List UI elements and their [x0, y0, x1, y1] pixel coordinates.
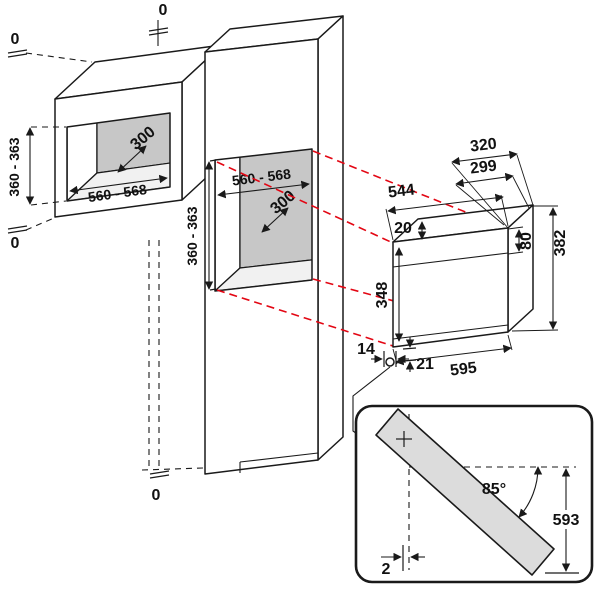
- dimension-line-wall-depth: [117, 145, 147, 173]
- appliance-total-height-label: 382: [552, 230, 569, 257]
- appliance-front-face: [392, 227, 509, 348]
- extension-line: [25, 217, 55, 231]
- wall-niche-opening-outline: [66, 112, 171, 202]
- zero-tick: [7, 225, 28, 230]
- reference-dashed-line: [141, 467, 204, 471]
- wall-top-clearance-label: 0: [11, 31, 20, 48]
- projection-line-bottom-right: [312, 278, 509, 333]
- appliance-depth-door-label: 320: [469, 135, 498, 155]
- zero-tick: [148, 27, 169, 32]
- projection-line-top-left: [216, 161, 394, 244]
- appliance: [385, 204, 534, 367]
- zero-tick: [7, 229, 28, 234]
- appliance-foot-point: [385, 357, 395, 367]
- extension-tick: [209, 159, 217, 162]
- dimension-line-total-width: [395, 344, 512, 366]
- column-niche-height-label: 360 - 363: [184, 206, 200, 265]
- door-bottom-line: [392, 324, 509, 340]
- column-niche-width-label: 560 - 568: [231, 165, 292, 188]
- door-swing-clearance-label: 593: [553, 512, 580, 529]
- appliance-dimensions: 320 299 544 20 80 382 348 14: [357, 135, 569, 379]
- extension-line: [507, 226, 524, 230]
- column-top-clearance-label: 0: [159, 2, 168, 19]
- extension-line: [507, 251, 524, 255]
- wall-bottom-clearance-label: 0: [11, 235, 20, 252]
- door-open-angle-label: 85°: [482, 481, 506, 498]
- zero-tick: [7, 49, 28, 54]
- appliance-top-offset-label: 20: [394, 220, 412, 237]
- door-detail-inset: 85° 593 2: [354, 404, 594, 584]
- dimension-line-wall-width: [69, 174, 168, 195]
- extension-line: [385, 208, 394, 241]
- zero-tick: [149, 470, 170, 475]
- column-niche-opening-outline: [214, 148, 313, 292]
- appliance-control-height-label: 80: [518, 232, 535, 250]
- column-bottom-clearance-label: 0: [152, 487, 161, 504]
- appliance-body-height-label: 348: [374, 282, 391, 309]
- appliance-side-face: [507, 204, 534, 333]
- dimension-line-depth-door: [451, 150, 518, 166]
- appliance-body-width-label: 544: [387, 181, 416, 201]
- zero-tick: [148, 31, 169, 36]
- appliance-total-width-label: 595: [449, 359, 478, 379]
- zero-tick: [149, 474, 170, 479]
- extension-line: [30, 200, 67, 206]
- appliance-depth-body-label: 299: [469, 157, 498, 177]
- zero-tick: [7, 53, 28, 58]
- dimension-line-depth-body: [455, 172, 514, 188]
- dimension-line-column-width: [217, 180, 310, 199]
- extension-line: [516, 154, 534, 206]
- dimension-line-column-depth: [261, 207, 289, 233]
- door-front-clearance-label: 2: [382, 561, 391, 578]
- extension-line: [511, 329, 559, 332]
- extension-line: [512, 176, 530, 209]
- wall-niche-height-label: 360 - 363: [6, 137, 22, 196]
- extension-tick: [402, 347, 417, 350]
- column-cabinet-side-face: [317, 15, 344, 461]
- appliance-foot-offset-label: 14: [357, 341, 375, 358]
- angle-arc: [518, 466, 543, 518]
- extension-line: [25, 52, 93, 63]
- control-panel-divider: [392, 252, 509, 268]
- projection-line-bottom-left: [216, 289, 394, 347]
- column-cabinet: [204, 15, 344, 475]
- open-door-panel: [375, 408, 555, 576]
- dimension-line-body-width: [387, 193, 504, 215]
- plinth-line: [239, 452, 319, 463]
- label-backing: [551, 510, 582, 529]
